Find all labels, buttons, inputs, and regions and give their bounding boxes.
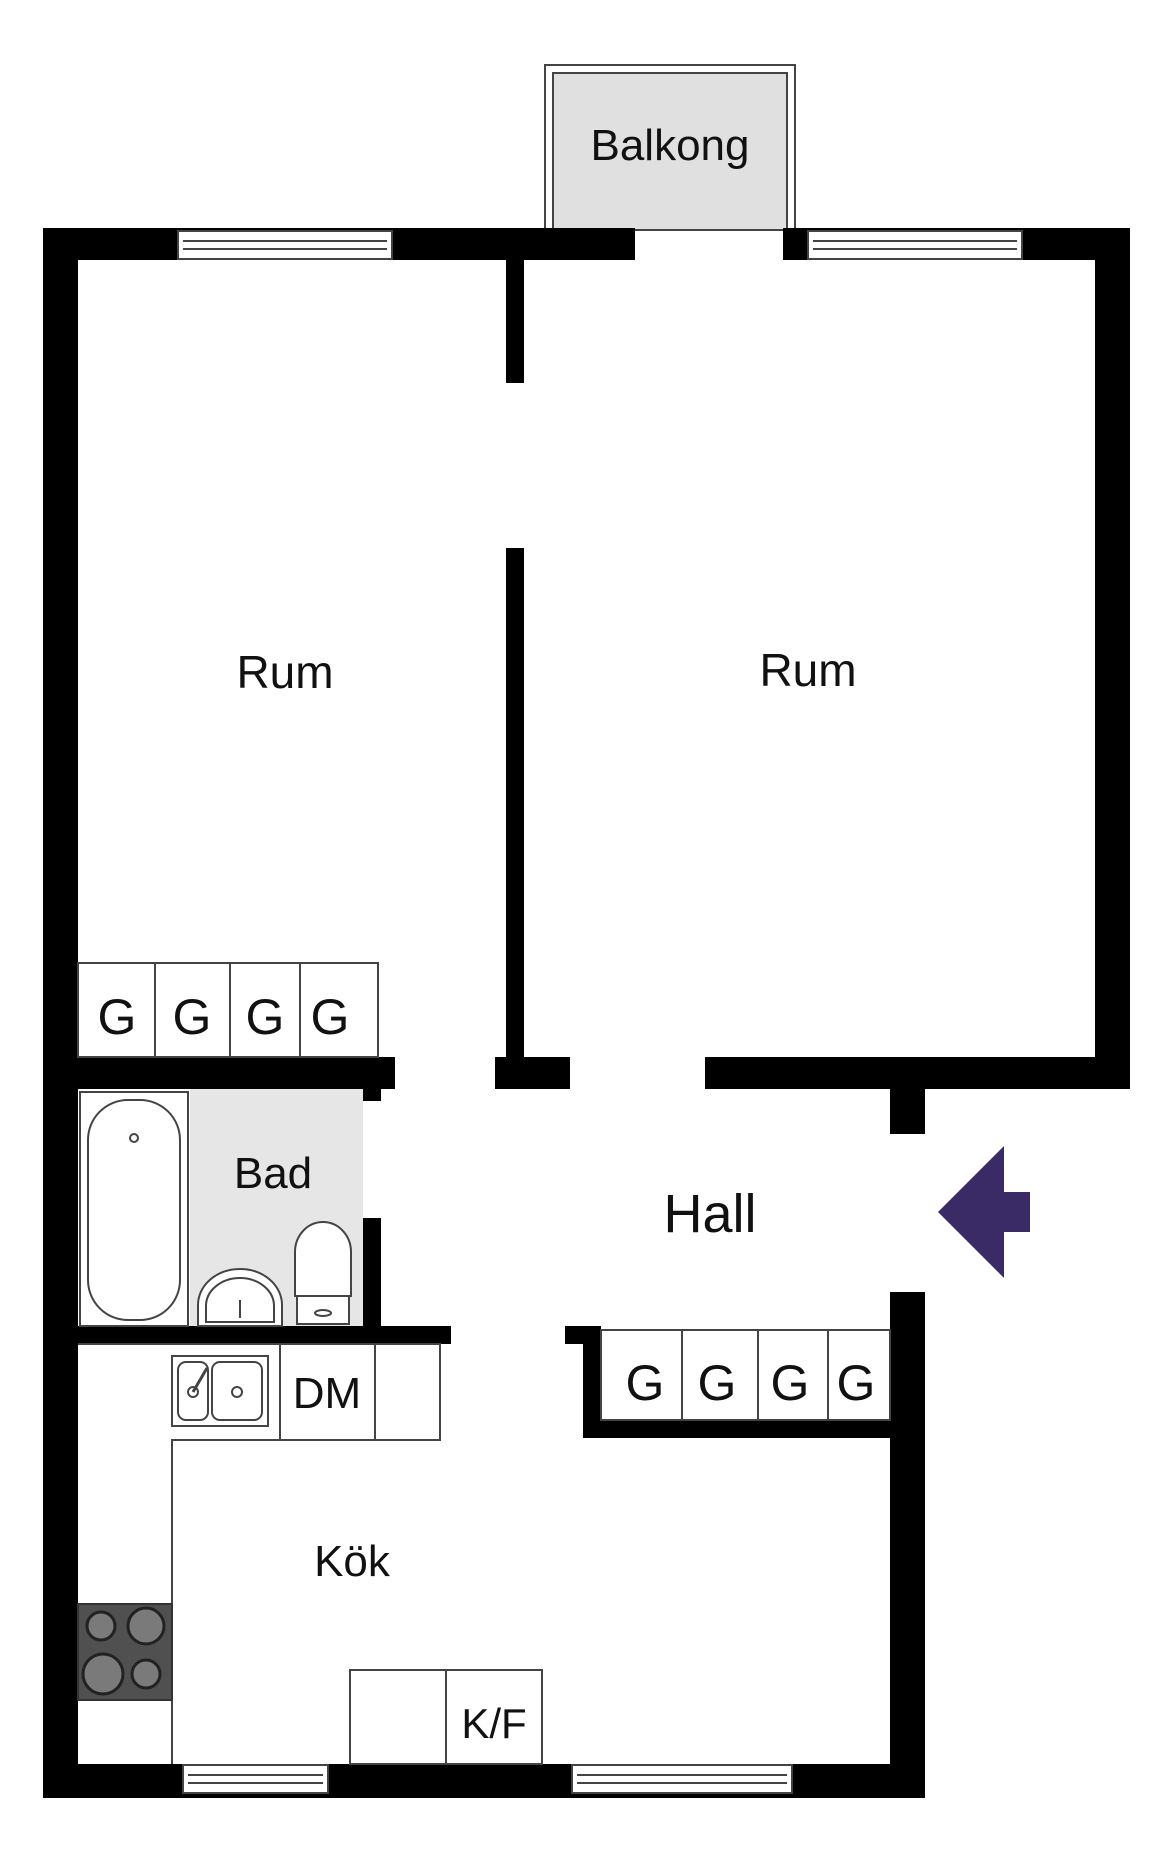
window-bottom-right: [571, 1764, 793, 1794]
room-label-hall: Hall: [663, 1184, 756, 1244]
wardrobe-label: G: [173, 989, 212, 1045]
wardrobe-label: G: [626, 1355, 665, 1411]
wardrobes-hall: [600, 1329, 891, 1421]
wardrobes-rum-left: [77, 962, 379, 1058]
wardrobe-label: G: [311, 989, 350, 1045]
window-top-right: [807, 230, 1023, 260]
bathtub-icon: [79, 1091, 189, 1327]
wardrobe-label: G: [246, 989, 285, 1045]
room-label-balkong: Balkong: [590, 121, 749, 170]
wardrobe-label: G: [771, 1355, 810, 1411]
wardrobe-label: G: [98, 989, 137, 1045]
window-bottom-left: [182, 1764, 329, 1794]
dishwasher-label: DM: [293, 1369, 361, 1418]
toilet-icon: [294, 1221, 352, 1325]
wardrobe-label: G: [698, 1355, 737, 1411]
window-top-left: [177, 230, 393, 260]
entrance-arrow-icon: [938, 1146, 1030, 1278]
sink-icon: [197, 1268, 283, 1327]
kitchen-sink-icon: [171, 1355, 269, 1427]
fridge-freezer: [349, 1669, 543, 1765]
interior-walls: [78, 258, 895, 1438]
fridge-freezer-label: K/F: [461, 1700, 526, 1747]
room-label-bad: Bad: [234, 1149, 312, 1198]
room-label-rum-right: Rum: [759, 644, 856, 696]
room-label-kok: Kök: [314, 1537, 391, 1586]
balcony[interactable]: [544, 64, 796, 231]
room-label-rum-left: Rum: [236, 646, 333, 698]
stove-icon: [77, 1603, 173, 1701]
wardrobe-label: G: [837, 1355, 876, 1411]
